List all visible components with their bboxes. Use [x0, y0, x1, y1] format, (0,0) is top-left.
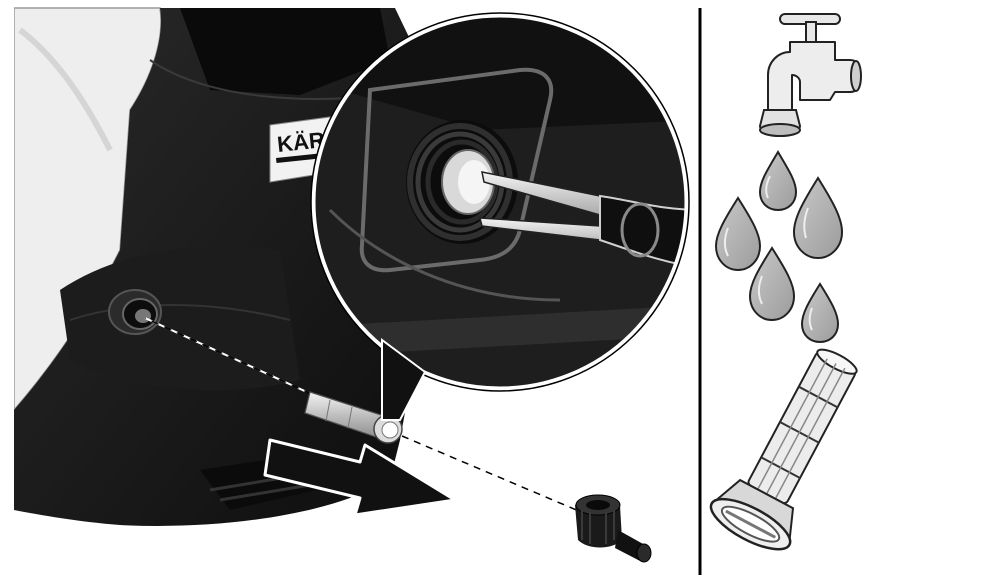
hose-coupling-icon: [575, 494, 652, 563]
pliers-icon: [479, 171, 687, 270]
filter-strainer-icon: [709, 348, 858, 551]
threaded-port: [406, 120, 518, 244]
zoom-detail-circle: [310, 12, 690, 392]
water-drop-icon: [792, 176, 844, 260]
water-inlet-socket: [108, 289, 162, 335]
water-drop-icon: [800, 282, 840, 344]
coupling-guide-line: [401, 435, 601, 521]
extracted-filter: [304, 391, 403, 444]
inlet-guide-line: [144, 317, 321, 399]
water-drops: [714, 150, 844, 344]
pull-arrow-icon: [263, 438, 457, 517]
zoom-pointer: [381, 338, 427, 421]
water-drop-icon: [758, 150, 798, 212]
water-drop-icon: [714, 196, 762, 272]
water-tap-icon: [758, 13, 862, 137]
